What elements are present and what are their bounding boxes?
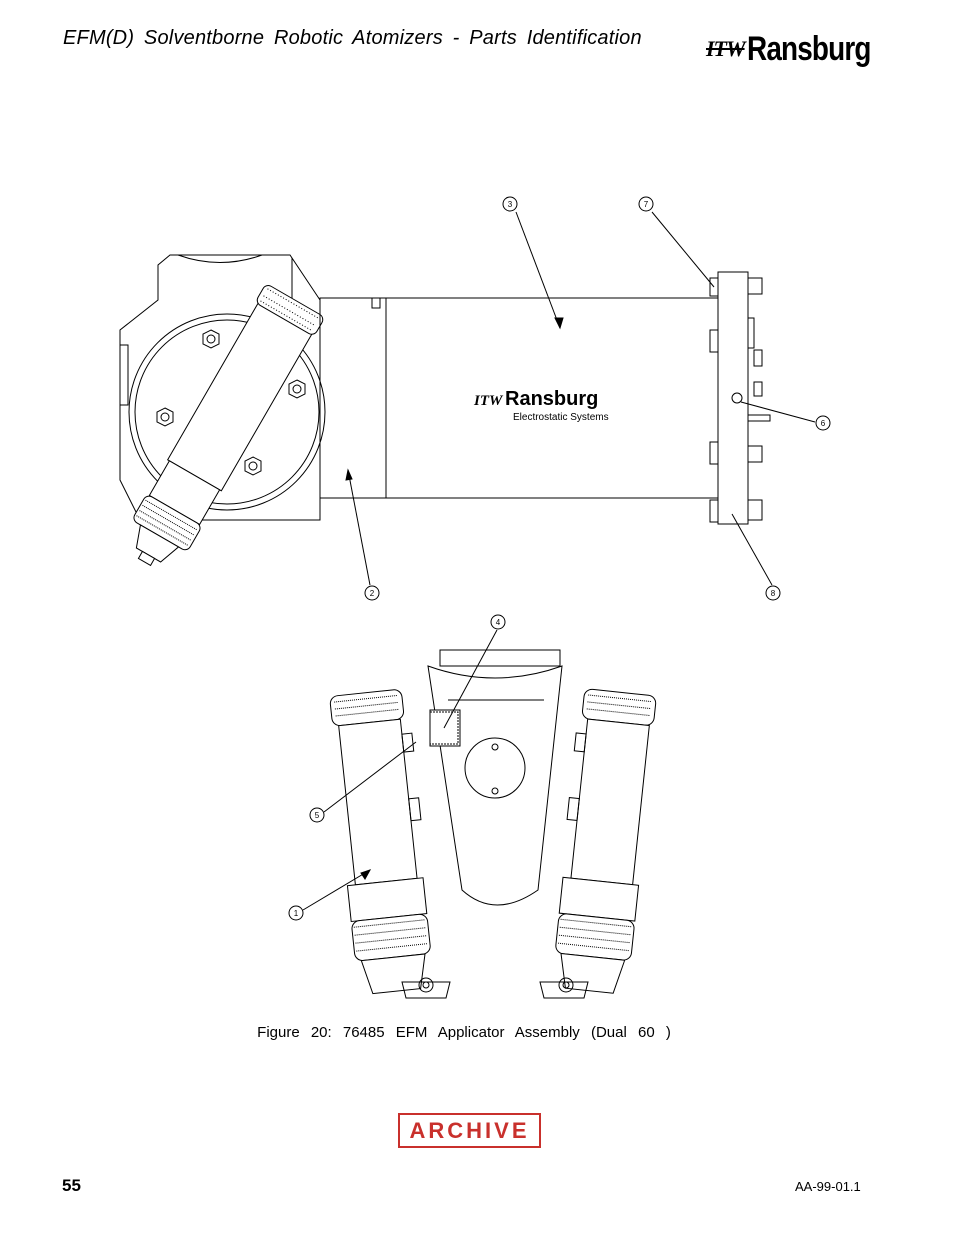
callout-2: 2: [364, 585, 380, 601]
page-title: EFM(D) Solventborne Robotic Atomizers - …: [63, 27, 642, 49]
svg-text:Electrostatic Systems: Electrostatic Systems: [513, 412, 609, 423]
callout-5: 5: [309, 807, 325, 823]
svg-text:2: 2: [370, 589, 375, 598]
document-id: AA-99-01.1: [795, 1179, 861, 1194]
hex-bolts: [156, 329, 306, 476]
callout-7: 7: [638, 196, 654, 212]
archive-stamp: ARCHIVE: [398, 1113, 541, 1148]
logo-brand: Ransburg: [746, 30, 871, 68]
callout-3: 3: [502, 196, 518, 212]
svg-text:8: 8: [771, 589, 776, 598]
svg-text:1: 1: [294, 909, 299, 918]
bottom-view: [302, 629, 657, 999]
callout-8: 8: [765, 585, 781, 601]
right-cylinder: [555, 688, 657, 994]
left-cylinder: [329, 689, 431, 995]
callout-6: 6: [815, 415, 831, 431]
side-view: [119, 211, 816, 586]
body-logo: ITW Ransburg Electrostatic Systems: [473, 388, 609, 423]
figure-caption: Figure 20: 76485 EFM Applicator Assembly…: [257, 1024, 671, 1041]
end-plate-fittings: [709, 277, 771, 523]
itw-ransburg-logo: ITW Ransburg: [706, 20, 897, 66]
logo-prefix: ITW: [706, 36, 746, 61]
svg-text:6: 6: [821, 419, 826, 428]
angled-cylinder: [133, 285, 324, 567]
svg-text:Ransburg: Ransburg: [505, 388, 598, 410]
page-number: 55: [62, 1176, 81, 1195]
svg-text:4: 4: [496, 618, 501, 627]
nozzle-tips: [401, 977, 589, 999]
svg-text:7: 7: [644, 200, 649, 209]
callout-1: 1: [288, 905, 304, 921]
svg-text:3: 3: [508, 200, 513, 209]
svg-text:ITW: ITW: [473, 393, 504, 409]
svg-text:5: 5: [315, 811, 320, 820]
callout-4: 4: [490, 614, 506, 630]
